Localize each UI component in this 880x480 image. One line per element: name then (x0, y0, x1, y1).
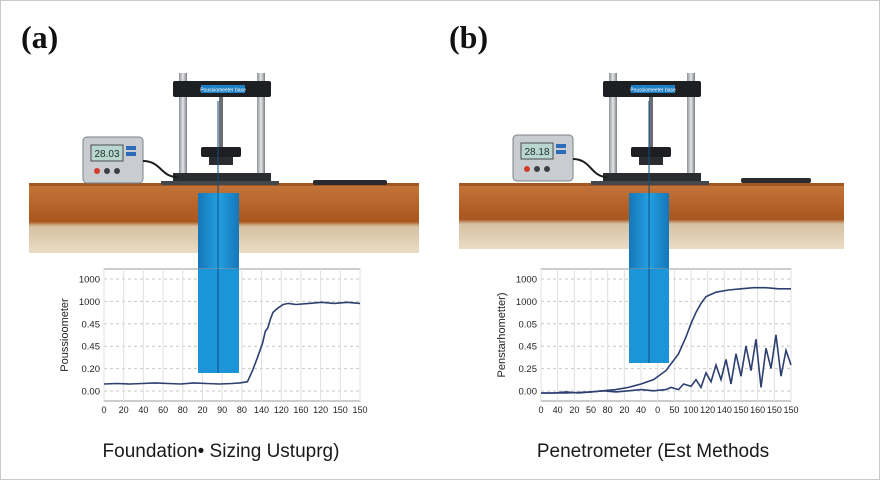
ruler-bar-a (313, 180, 387, 185)
frame-label-a: Poussiomeeter base (200, 88, 246, 94)
digital-meter-b: 28.18 (512, 134, 608, 182)
frame-label-b: Poussiomeeter base (630, 88, 676, 94)
meter-reading-b: 28.18 (524, 147, 549, 158)
load-frame-b: Poussiomeeter base (591, 73, 709, 185)
meter-reading-a: 28.03 (94, 149, 119, 160)
panel-a-label: (a) (21, 19, 59, 55)
load-frame-a: Poussiomeeter base (161, 73, 279, 185)
digital-meter-a: 28.03 (82, 136, 178, 184)
ruler-bar-b (741, 178, 811, 183)
caption-b: Penetrometer (Est Methods (536, 441, 770, 462)
panel-b-label: (b) (449, 19, 489, 55)
caption-a: Foundation• Sizing Ustuprg) (102, 441, 340, 462)
